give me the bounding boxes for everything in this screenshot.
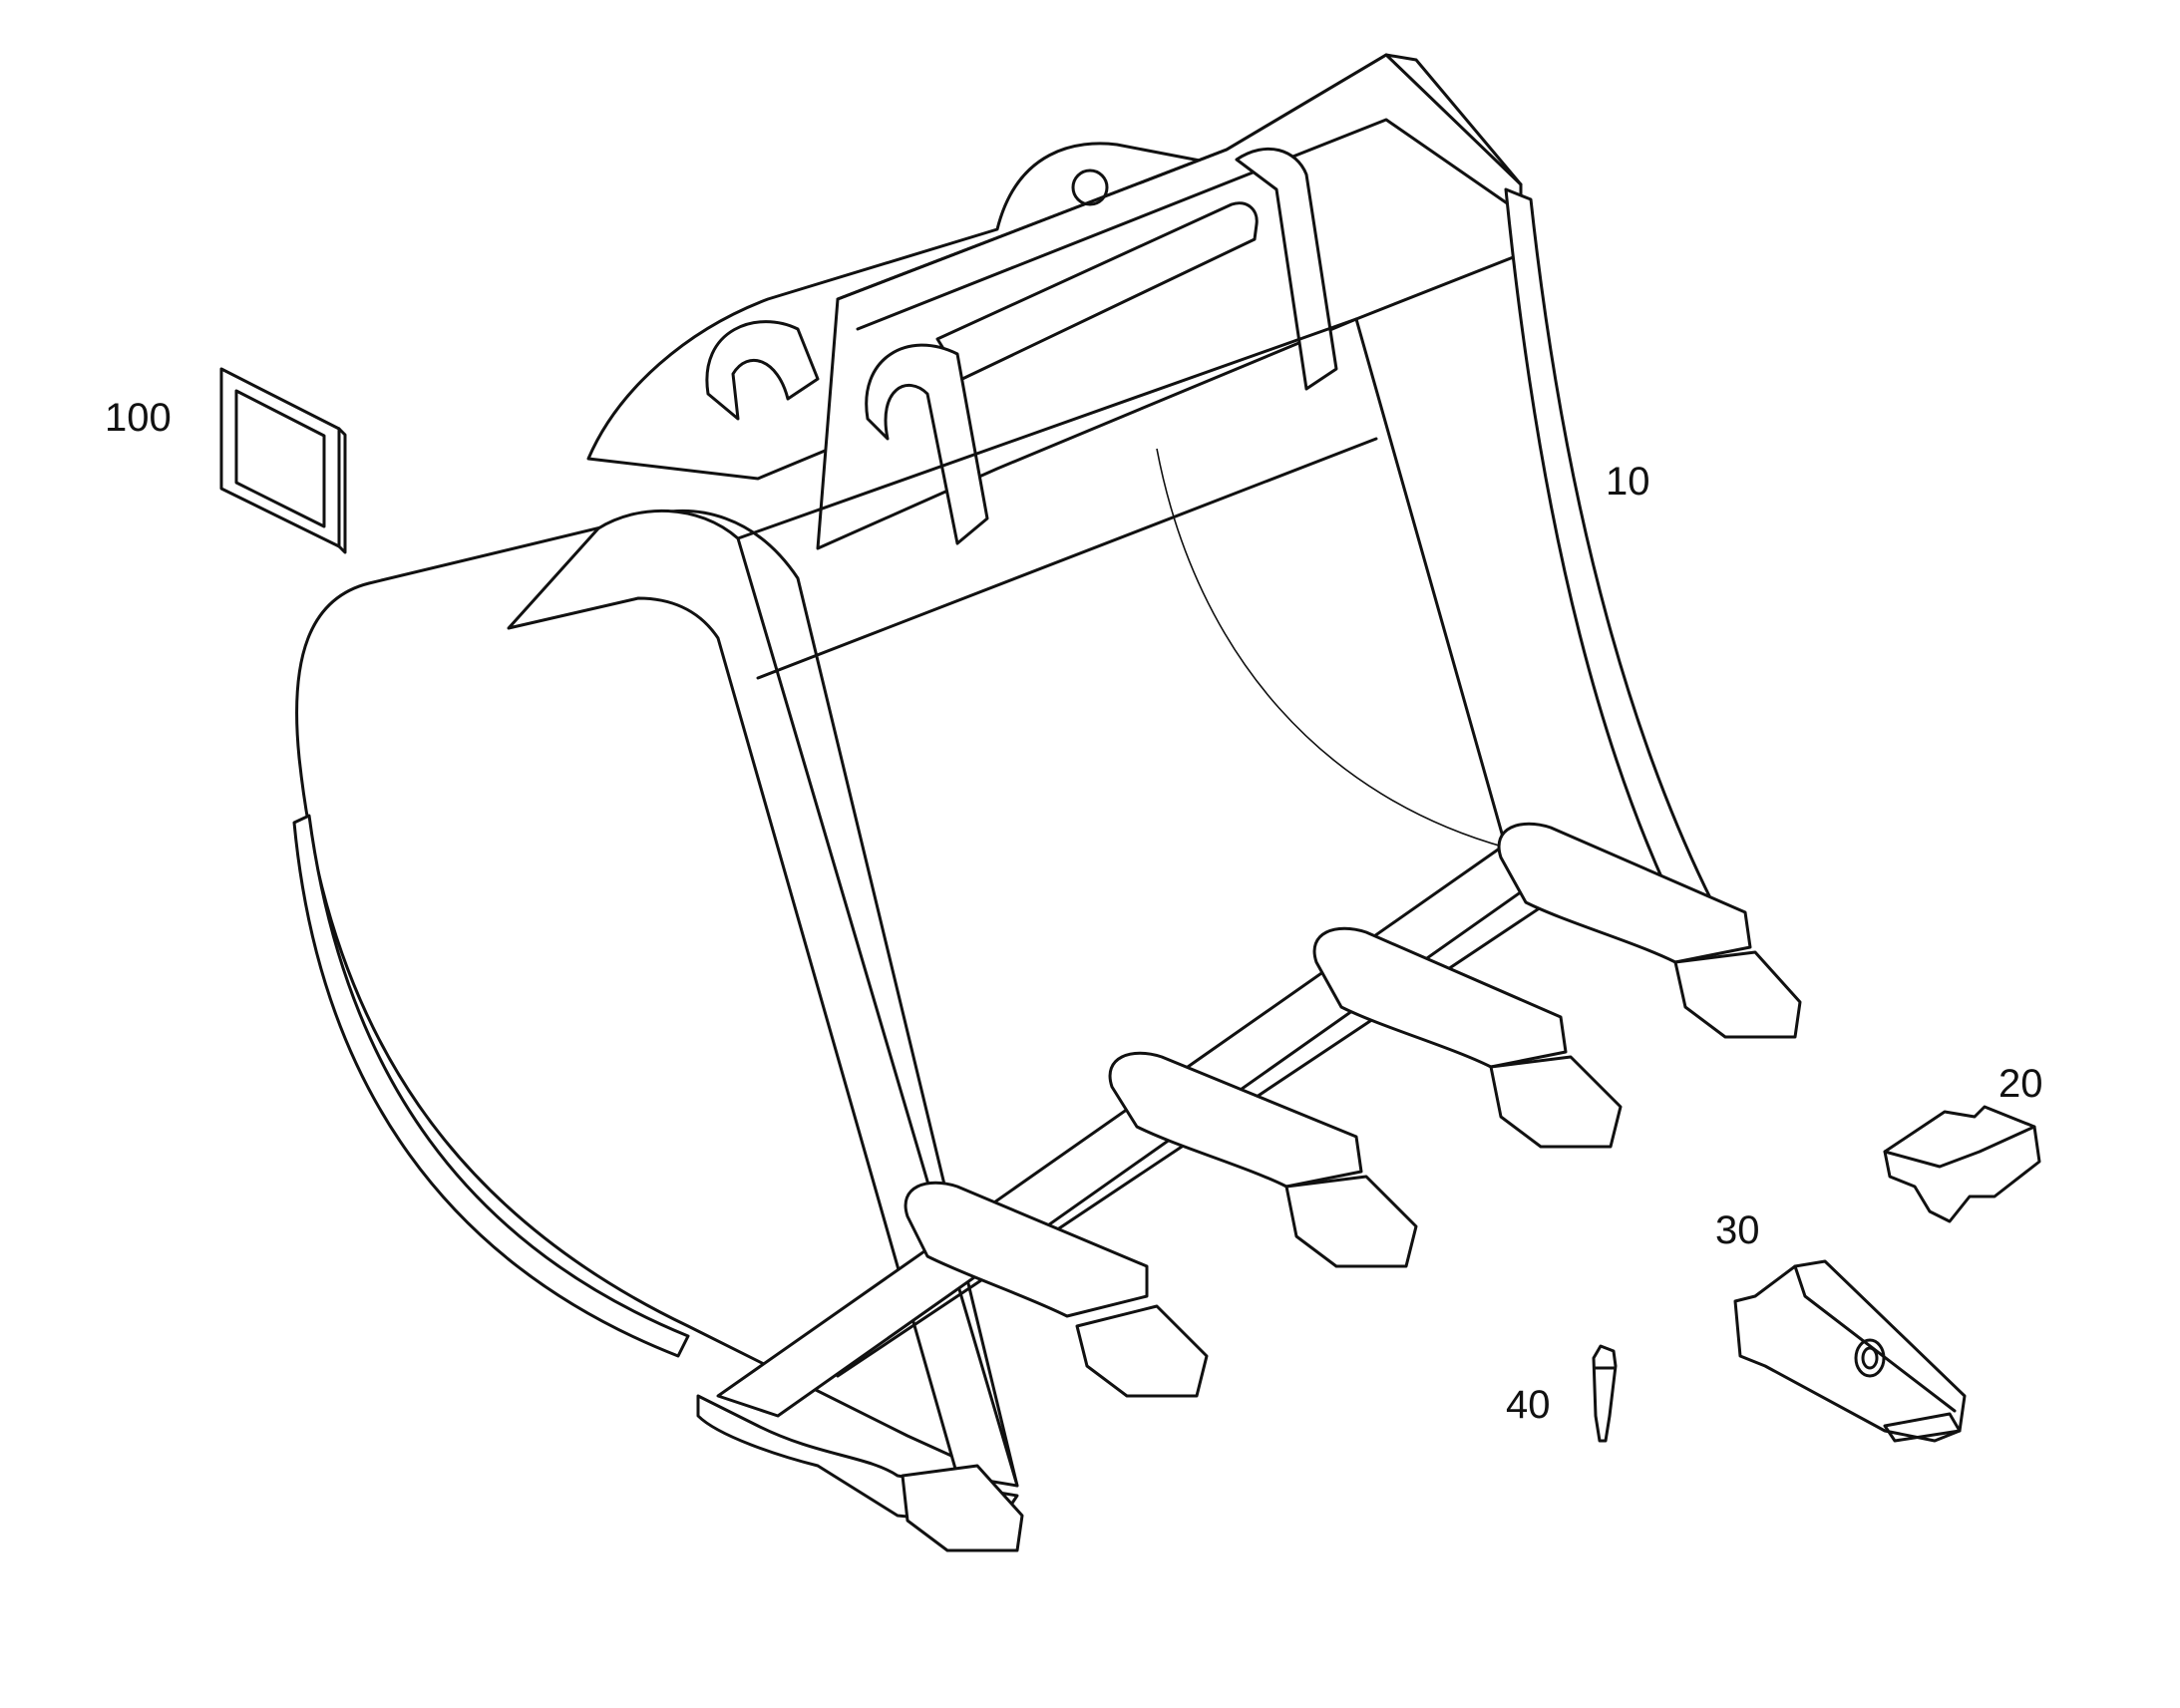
teeth-row: [696, 822, 1802, 1552]
part-20-wear-cap[interactable]: [1883, 1105, 2041, 1223]
part-30-tooth[interactable]: [1733, 1259, 1967, 1443]
part-100-decal[interactable]: [219, 367, 347, 554]
callout-100: 100: [105, 396, 172, 440]
part-10-bucket[interactable]: [292, 53, 1802, 1552]
part-40-pin[interactable]: [1592, 1344, 1618, 1443]
callout-10: 10: [1606, 460, 1650, 504]
callout-20: 20: [1998, 1062, 2043, 1106]
callout-40: 40: [1506, 1383, 1551, 1427]
callout-30: 30: [1715, 1208, 1760, 1252]
